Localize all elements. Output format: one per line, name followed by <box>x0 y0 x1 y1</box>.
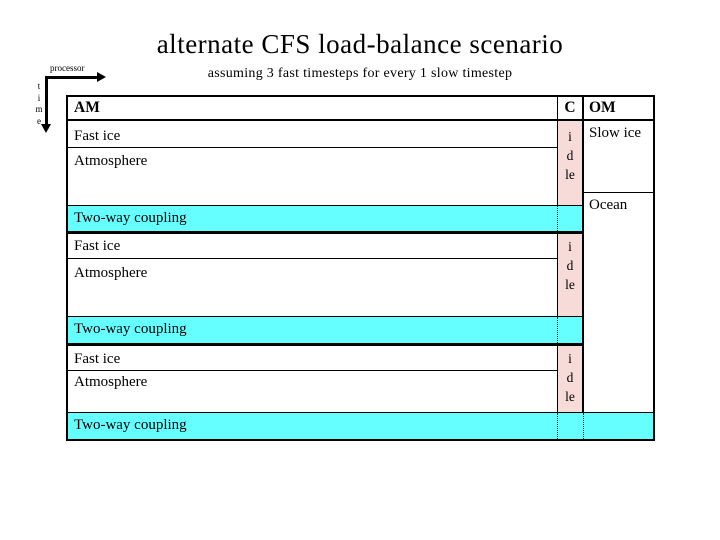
coupling-label-2: Two-way coupling <box>74 321 187 337</box>
am-c-dotted-2 <box>557 317 558 343</box>
idle-label-3: i d le <box>565 351 575 404</box>
coupling-band-3 <box>68 413 653 439</box>
idle-cell-3 <box>557 346 583 413</box>
am-c-border-seg3 <box>557 346 558 413</box>
header-cell-am: AM <box>74 99 100 116</box>
slide-subtitle: assuming 3 fast timesteps for every 1 sl… <box>207 66 513 81</box>
fast-ice-label-1: Fast ice <box>74 128 121 144</box>
c-om-dotted <box>583 413 584 439</box>
coupling-top-divider-1 <box>68 205 582 206</box>
coupling-label-3: Two-way coupling <box>74 417 187 433</box>
coupling-band-1 <box>68 206 582 231</box>
am-c-border-seg2 <box>557 234 558 317</box>
coupling-top-divider-2 <box>68 316 582 317</box>
slowice-ocean-divider <box>582 192 653 193</box>
header-divider <box>68 119 653 121</box>
fastice-divider-1 <box>68 147 557 148</box>
coupling-top-divider-3 <box>68 412 653 413</box>
ocean-label: Ocean <box>589 197 628 213</box>
atmosphere-label-1: Atmosphere <box>74 153 148 169</box>
time-axis-arrow-icon <box>45 76 48 124</box>
coupling-bottom-divider-2 <box>68 343 582 346</box>
fast-ice-label-3: Fast ice <box>74 351 121 367</box>
am-c-border-seg1 <box>557 97 558 206</box>
c-om-border <box>582 97 584 413</box>
idle-label-1: i d le <box>565 129 575 182</box>
idle-label-2: i d le <box>565 239 575 292</box>
atmosphere-label-2: Atmosphere <box>74 265 148 281</box>
processor-axis-arrow-icon <box>46 76 97 79</box>
coupling-band-2 <box>68 317 582 343</box>
idle-cell-2 <box>557 234 583 317</box>
fastice-divider-3 <box>68 370 557 371</box>
header-cell-c: C <box>564 99 576 116</box>
am-c-dotted-1 <box>557 206 558 231</box>
down-arrowhead-icon <box>41 124 51 133</box>
processor-axis-label: processor <box>50 63 85 73</box>
slow-ice-label: Slow ice <box>589 125 642 141</box>
slide-title: alternate CFS load-balance scenario <box>156 29 564 59</box>
fastice-divider-2 <box>68 258 557 259</box>
fast-ice-label-2: Fast ice <box>74 238 121 254</box>
coupling-label-1: Two-way coupling <box>74 210 187 226</box>
idle-cell-1 <box>557 121 583 206</box>
time-axis-label: t i m e <box>35 81 43 126</box>
coupling-bottom-divider-1 <box>68 231 582 234</box>
right-arrowhead-icon <box>97 72 106 82</box>
header-cell-om: OM <box>589 99 616 116</box>
am-c-dotted-3 <box>557 413 558 439</box>
load-balance-diagram: AM C OM Fast ice Atmosphere Two-way coup… <box>66 95 655 441</box>
atmosphere-label-3: Atmosphere <box>74 374 148 390</box>
